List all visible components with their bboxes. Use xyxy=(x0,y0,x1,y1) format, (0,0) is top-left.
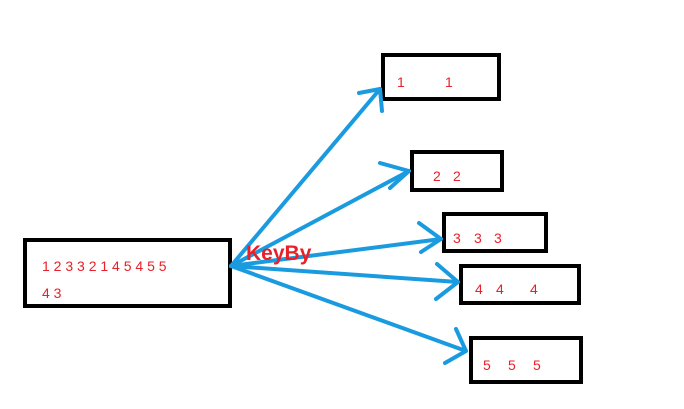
partition-2-value-2: 2 xyxy=(453,168,461,184)
arrow-to-partition-2 xyxy=(229,161,411,268)
partition-1-value-2: 1 xyxy=(445,74,453,90)
arrow-to-partition-1 xyxy=(229,87,384,268)
source-box xyxy=(23,238,232,308)
partition-5-value-3: 5 xyxy=(533,357,541,373)
partition-4-value-1: 4 xyxy=(475,281,483,297)
partition-3-value-1: 3 xyxy=(453,230,461,246)
partition-4-value-3: 4 xyxy=(530,281,538,297)
partition-3-value-2: 3 xyxy=(474,230,482,246)
partition-5-value-2: 5 xyxy=(508,357,516,373)
arrow-to-partition-3 xyxy=(229,221,443,268)
partition-box-2 xyxy=(410,150,504,192)
partition-5-value-1: 5 xyxy=(483,357,491,373)
partition-box-5 xyxy=(469,336,583,384)
partition-box-3 xyxy=(442,212,548,253)
partition-3-value-3: 3 xyxy=(494,230,502,246)
keyby-label: KeyBy xyxy=(246,242,312,265)
partition-1-value-1: 1 xyxy=(397,74,405,90)
arrow-to-partition-5 xyxy=(229,264,468,365)
partition-box-4 xyxy=(459,264,581,305)
source-line-1: 1 2 3 3 2 1 4 5 4 5 5 xyxy=(42,258,167,274)
partition-2-value-1: 2 xyxy=(433,168,441,184)
partition-4-value-2: 4 xyxy=(496,281,504,297)
arrow-to-partition-4 xyxy=(229,262,460,301)
partition-box-1 xyxy=(381,53,501,101)
source-line-2: 4 3 xyxy=(42,285,62,301)
